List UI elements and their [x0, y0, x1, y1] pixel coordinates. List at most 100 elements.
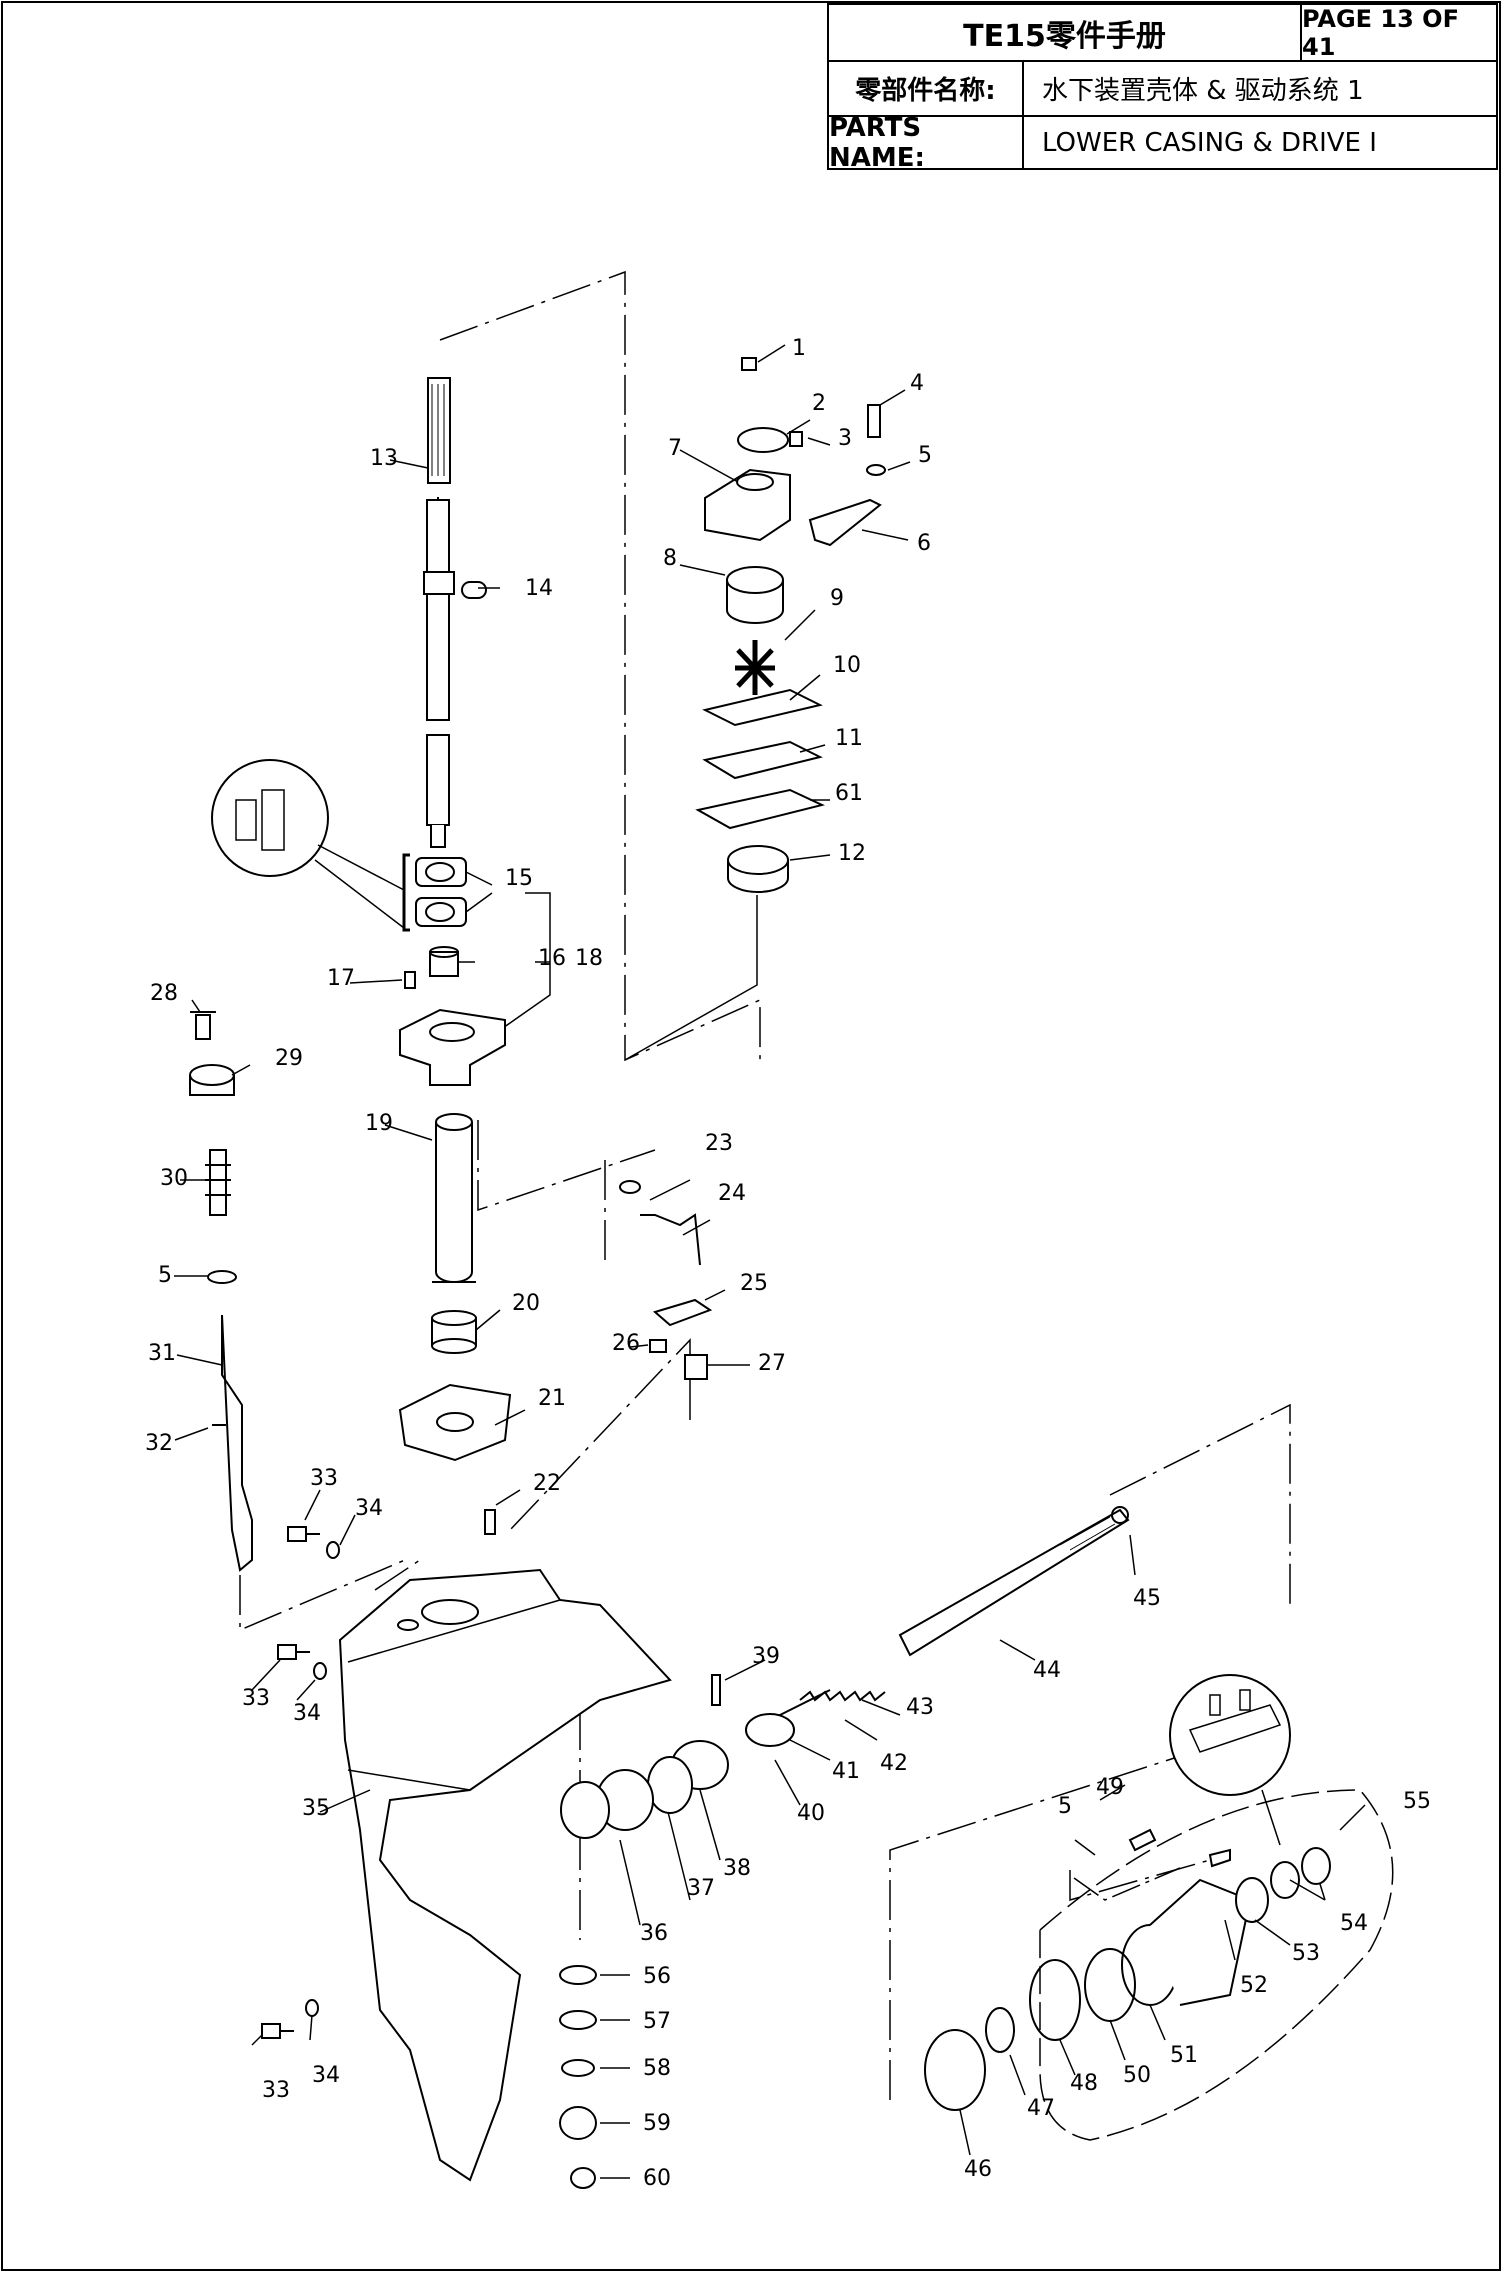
- screw-26: [649, 1339, 667, 1353]
- callout-38: 38: [723, 1856, 751, 1881]
- parts-name-label-cn: 零部件名称:: [829, 62, 1024, 115]
- reverse-gear-assembly: [924, 1789, 1394, 2141]
- shift-linkage: [189, 1011, 253, 1572]
- callout-21: 21: [538, 1386, 566, 1411]
- bearings-15: [402, 853, 467, 932]
- callout-29: 29: [275, 1046, 303, 1071]
- callout-5: 5: [918, 443, 932, 468]
- callout-27: 27: [758, 1351, 786, 1376]
- callout-39: 39: [752, 1644, 780, 1669]
- callout-33: 33: [262, 2078, 290, 2103]
- callout-59: 59: [643, 2111, 671, 2136]
- callout-6: 6: [917, 531, 931, 556]
- page-number: PAGE 13 OF 41: [1302, 4, 1459, 61]
- callout-60: 60: [643, 2166, 671, 2191]
- callout-9: 9: [830, 586, 844, 611]
- assembly-guide-lines: [239, 270, 1291, 2100]
- callout-50: 50: [1123, 2063, 1151, 2088]
- callout-61: 61: [835, 781, 863, 806]
- callout-56: 56: [643, 1964, 671, 1989]
- callout-49: 49: [1096, 1775, 1124, 1800]
- bearing-housing: [399, 1008, 506, 1086]
- parts-name-value-en: LOWER CASING & DRIVE I: [1042, 127, 1377, 158]
- callout-3: 3: [838, 426, 852, 451]
- callout-37: 37: [687, 1876, 715, 1901]
- callout-2: 2: [812, 391, 826, 416]
- callout-19: 19: [365, 1111, 393, 1136]
- callout-20: 20: [512, 1291, 540, 1316]
- en-name-row: PARTS NAME: LOWER CASING & DRIVE I: [829, 113, 1496, 173]
- callout-40: 40: [797, 1801, 825, 1826]
- callout-13: 13: [370, 446, 398, 471]
- callout-34: 34: [355, 1496, 383, 1521]
- callout-7: 7: [668, 436, 682, 461]
- guide-tube-19: [432, 1113, 476, 1283]
- callout-14: 14: [525, 576, 553, 601]
- forward-gear: [560, 1740, 729, 1839]
- detail-circle: [211, 759, 329, 877]
- pin-17: [404, 971, 416, 989]
- drive-shaft: [423, 377, 455, 848]
- manual-title: TE15零件手册: [829, 5, 1302, 60]
- pin-39: [711, 1674, 721, 1706]
- callout-26: 26: [612, 1331, 640, 1356]
- callout-58: 58: [643, 2056, 671, 2081]
- callout-25: 25: [740, 1271, 768, 1296]
- callout-15: 15: [505, 866, 533, 891]
- callout-55: 55: [1403, 1789, 1431, 1814]
- callout-8: 8: [663, 546, 677, 571]
- cn-name-row: 零部件名称: 水下装置壳体 & 驱动系统 1: [829, 62, 1496, 117]
- bushing-16: [429, 951, 459, 977]
- callout-32: 32: [145, 1431, 173, 1456]
- callout-30: 30: [160, 1166, 188, 1191]
- callout-52: 52: [1240, 1973, 1268, 1998]
- callout-31: 31: [148, 1341, 176, 1366]
- gasket-21: [398, 1383, 512, 1462]
- callout-47: 47: [1027, 2096, 1055, 2121]
- callout-10: 10: [833, 653, 861, 678]
- callout-5: 5: [1058, 1794, 1072, 1819]
- callout-4: 4: [910, 371, 924, 396]
- title-row: TE15零件手册 PAGE 13 OF 41: [829, 5, 1496, 62]
- callout-43: 43: [906, 1695, 934, 1720]
- plate-25: [652, 1298, 713, 1327]
- callout-22: 22: [533, 1471, 561, 1496]
- callout-33: 33: [310, 1466, 338, 1491]
- lower-casing: [338, 1568, 672, 2182]
- holder-27: [684, 1354, 708, 1380]
- callout-labels: 1234567891011611213141516171819202122232…: [145, 336, 1431, 2191]
- callout-1: 1: [792, 336, 806, 361]
- callout-16: 16: [538, 946, 566, 971]
- pin-14: [461, 581, 487, 599]
- callout-leaders: [174, 344, 1366, 2179]
- callout-12: 12: [838, 841, 866, 866]
- callout-28: 28: [150, 981, 178, 1006]
- callout-23: 23: [705, 1131, 733, 1156]
- callout-11: 11: [835, 726, 863, 751]
- callout-44: 44: [1033, 1658, 1061, 1683]
- callout-54: 54: [1340, 1911, 1368, 1936]
- callout-18: 18: [575, 946, 603, 971]
- needle-bearing-20: [431, 1310, 477, 1354]
- title-block: TE15零件手册 PAGE 13 OF 41 零部件名称: 水下装置壳体 & 驱…: [827, 3, 1498, 173]
- dowel-pin-22: [484, 1509, 496, 1535]
- callout-34: 34: [293, 1701, 321, 1726]
- callout-24: 24: [718, 1181, 746, 1206]
- callout-51: 51: [1170, 2043, 1198, 2068]
- bolt-group: [261, 1526, 340, 2039]
- callout-45: 45: [1133, 1586, 1161, 1611]
- propeller-shaft-44: [898, 1506, 1130, 1657]
- callout-33: 33: [242, 1686, 270, 1711]
- callout-46: 46: [964, 2157, 992, 2182]
- dog-clutch-41: [745, 1713, 795, 1747]
- callout-48: 48: [1070, 2071, 1098, 2096]
- water-pump: [624, 357, 886, 1061]
- parts-name-value-cn: 水下装置壳体 & 驱动系统 1: [1042, 76, 1364, 106]
- detail-circle-right: [1169, 1674, 1291, 1796]
- callout-42: 42: [880, 1751, 908, 1776]
- callout-5: 5: [158, 1263, 172, 1288]
- callout-41: 41: [832, 1759, 860, 1784]
- callout-17: 17: [327, 966, 355, 991]
